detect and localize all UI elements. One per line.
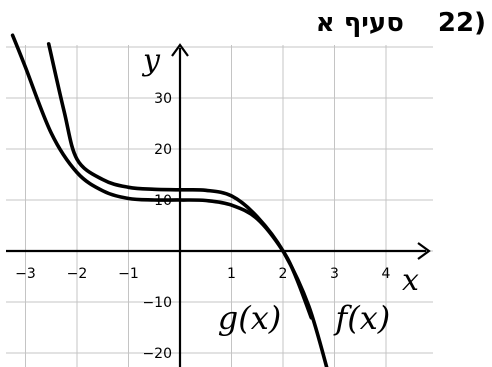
y-tick-label: 30: [154, 91, 172, 107]
curve-gx: [10, 33, 314, 320]
section-label: סעיף א: [315, 8, 404, 38]
x-tick-label: −3: [15, 266, 36, 282]
y-tick-label: 20: [154, 142, 172, 158]
x-axis-label: x: [402, 263, 419, 298]
y-axis-arrow: [171, 43, 189, 57]
series-label-gx: g(x): [218, 299, 282, 337]
x-tick-label: 2: [279, 266, 288, 282]
x-tick-label: −1: [118, 266, 139, 282]
axes: [6, 43, 431, 367]
x-tick-label: 1: [227, 266, 236, 282]
y-axis-label: y: [141, 43, 161, 78]
curves: f(x) g(x): [10, 33, 390, 367]
y-tick-label: −10: [142, 295, 172, 311]
problem-heading: (22 סעיף א: [316, 8, 486, 38]
y-tick-label: −20: [142, 346, 172, 362]
curve-fx: [46, 42, 329, 367]
x-tick-label: −2: [67, 266, 88, 282]
x-axis-arrow: [417, 242, 431, 260]
x-tick-label: 3: [330, 266, 339, 282]
series-label-fx: f(x): [333, 299, 390, 337]
problem-number: (22: [437, 8, 486, 38]
x-tick-label: 4: [382, 266, 391, 282]
